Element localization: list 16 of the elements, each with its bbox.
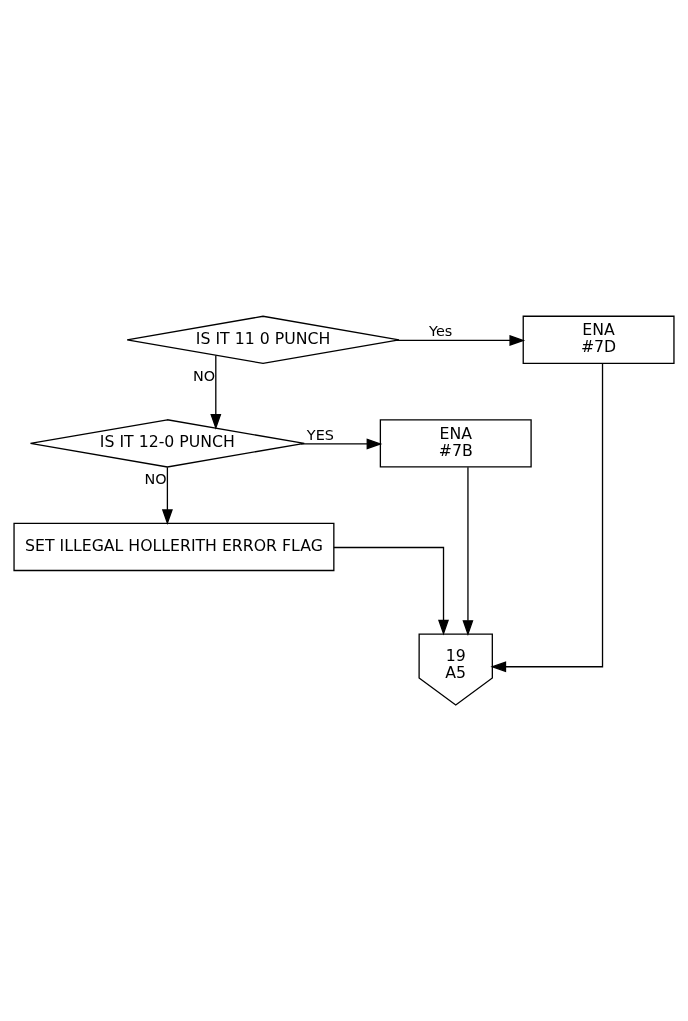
node-diamond: IS IT 12-0 PUNCH (29, 419, 305, 468)
node-box: ENA #7D (522, 315, 675, 365)
edge-label: NO (192, 367, 216, 384)
arrow (333, 546, 450, 636)
arrow (210, 354, 222, 430)
arrow (490, 363, 604, 673)
arrow (161, 466, 173, 525)
arrow (462, 466, 474, 636)
node-diamond: IS IT 11 0 PUNCH (126, 315, 400, 365)
arrow (395, 334, 526, 346)
edge-label: YES (306, 426, 334, 443)
arrow (300, 438, 383, 450)
node-box: ENA #7B (379, 419, 532, 468)
edge-label: Yes (429, 323, 453, 340)
node-box: SET ILLEGAL HOLLERITH ERROR FLAG (13, 522, 335, 572)
edge-label: NO (144, 471, 167, 488)
